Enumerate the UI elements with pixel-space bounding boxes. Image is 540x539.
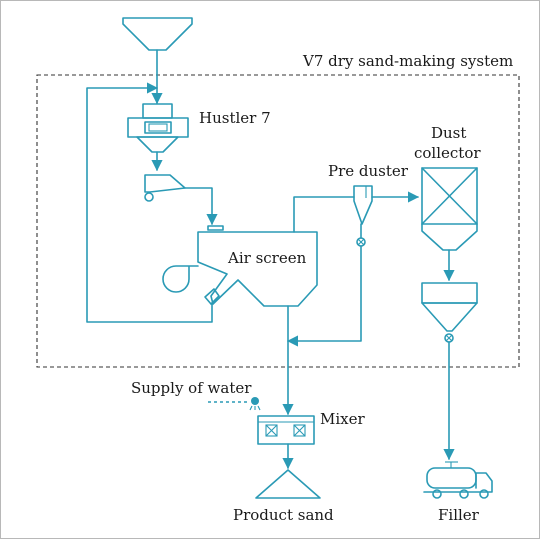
product-sand-pile	[255, 469, 321, 499]
feed-hopper	[122, 17, 193, 51]
vibrating-feeder	[144, 174, 186, 202]
hustler-label: Hustler 7	[199, 109, 271, 127]
dust-collector	[421, 167, 478, 251]
system-boundary	[36, 74, 520, 368]
product-sand-label: Product sand	[233, 506, 334, 524]
fan-icon	[162, 265, 199, 293]
flow-airscreen-to-preduster	[293, 196, 355, 233]
mixer-label: Mixer	[320, 410, 365, 428]
dust-collector-label-line1: Dust	[431, 124, 466, 142]
pre-duster	[353, 185, 373, 247]
filler-silo	[421, 282, 478, 343]
system-label: V7 dry sand-making system	[302, 52, 513, 70]
mixer	[257, 415, 315, 445]
flow-feeder-to-airscreen	[184, 187, 218, 226]
air-screen-label: Air screen	[227, 249, 307, 267]
air-screen	[197, 225, 318, 307]
filler-label: Filler	[438, 506, 480, 524]
tanker-truck-icon	[423, 461, 493, 499]
water-drop-icon	[249, 397, 261, 411]
flow-preduster-return	[286, 245, 362, 347]
flow-recirculation-loop	[86, 82, 213, 323]
supply-water-label: Supply of water	[131, 379, 252, 397]
pre-duster-label: Pre duster	[328, 162, 409, 180]
dust-collector-label-line2: collector	[414, 144, 481, 162]
hustler-7-crusher	[127, 103, 189, 153]
